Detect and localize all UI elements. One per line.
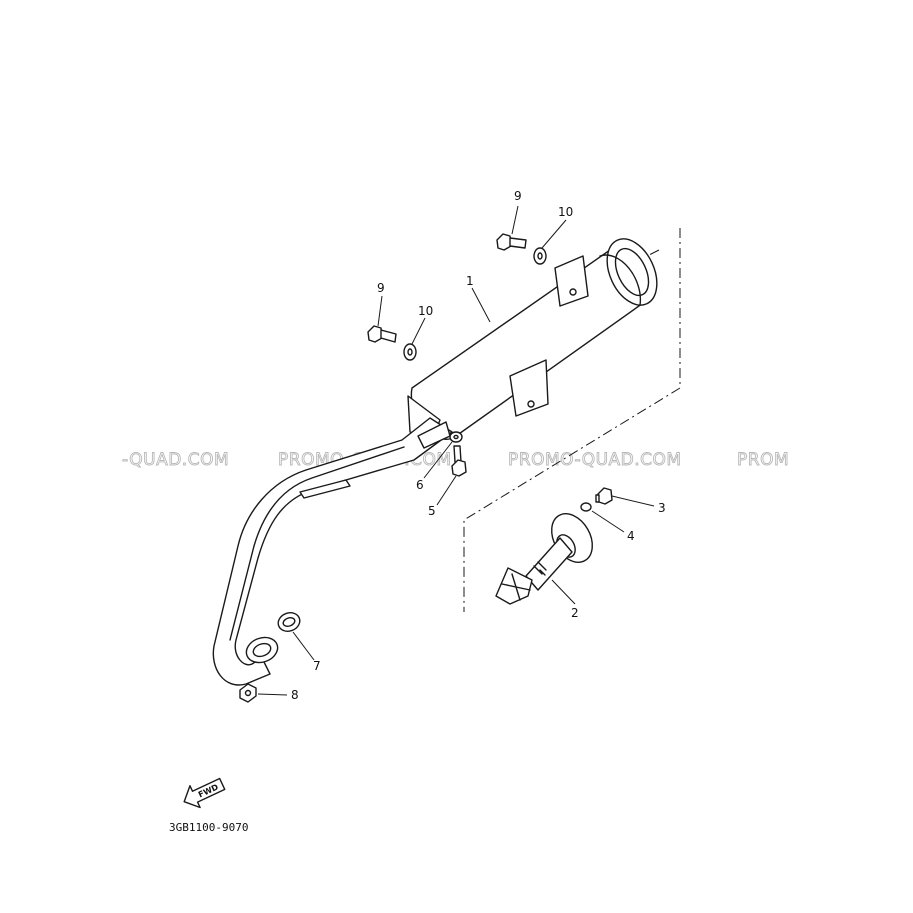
callout-9-upper: 9 [514, 189, 522, 203]
callout-5: 5 [428, 504, 436, 518]
bolt-lower-head [367, 325, 383, 343]
bolt-upper [496, 233, 527, 251]
front-bracket-hole [527, 400, 535, 408]
callout-3: 3 [658, 501, 666, 515]
leader-7 [292, 631, 315, 661]
front-bracket [509, 359, 549, 417]
washer-upper [533, 247, 547, 265]
forward-direction-marker: FWD [183, 777, 226, 809]
callout-10-lower: 10 [418, 304, 433, 318]
callout-6: 6 [416, 478, 424, 492]
leader-10a [541, 219, 567, 249]
callout-8: 8 [291, 688, 299, 702]
bolt-upper-shank [509, 237, 527, 249]
mounting-bolts [367, 233, 547, 361]
flange-nut [239, 683, 257, 703]
arrester-fins [501, 573, 531, 601]
nut-hex [239, 683, 257, 703]
pipe-highlight [229, 446, 405, 641]
arrester-tube [525, 537, 573, 591]
bolt-lower [367, 325, 397, 343]
clamp-washer-hole [453, 434, 459, 440]
rear-bracket [554, 255, 589, 307]
gasket-inner [282, 617, 296, 627]
bolt-lower-shank [380, 329, 397, 343]
fwd-arrow-icon [183, 777, 226, 809]
leader-6 [423, 441, 453, 479]
callout-9-lower: 9 [377, 281, 385, 295]
arrester-screw-head [597, 487, 613, 505]
pipe-heat-shield [299, 479, 351, 499]
exhaust-gasket [277, 612, 301, 632]
bolt-upper-head [496, 233, 512, 251]
nut-hole [244, 689, 252, 697]
exhaust-pipe [212, 417, 453, 686]
leader-4 [591, 510, 625, 533]
drawing-code: 3GB1100-9070 [169, 821, 248, 834]
leader-2 [551, 579, 576, 605]
washer-lower-hole [407, 348, 413, 356]
watermark-right: PROMO-QUAD.COM [508, 450, 682, 470]
gasket-outer [277, 612, 301, 632]
leader-3 [611, 495, 655, 507]
leader-1 [471, 287, 491, 323]
callout-4: 4 [627, 529, 635, 543]
muffler-seam [599, 254, 642, 306]
clamp-washer [449, 431, 463, 443]
arrester-washer [580, 502, 592, 512]
clamp-fasteners [449, 431, 467, 477]
callout-2: 2 [571, 606, 579, 620]
rear-bracket-hole [569, 288, 577, 296]
muffler-outlet [614, 247, 650, 297]
callout-10-upper: 10 [558, 205, 573, 219]
arrester-perforations [533, 561, 547, 576]
watermark-edge: PROM [737, 450, 789, 470]
washer-lower [403, 343, 417, 361]
exhaust-port-flange [245, 636, 279, 664]
callout-7: 7 [313, 659, 321, 673]
leader-5 [436, 475, 457, 506]
arrester-screw-shank [595, 494, 600, 503]
watermark-left: -QUAD.COM [122, 450, 229, 470]
dashed-frame [463, 228, 681, 612]
callout-1: 1 [466, 274, 474, 288]
washer-upper-hole [537, 252, 543, 260]
spark-arrester [495, 487, 613, 605]
leader-8 [257, 693, 288, 696]
clamp-bolt-head [451, 459, 467, 477]
leader-10b [411, 317, 426, 345]
callout-labels: 1 2 3 4 5 6 7 8 9 9 10 10 [291, 189, 666, 702]
muffler [407, 238, 658, 441]
exhaust-port-opening [252, 642, 272, 658]
leader-9b [377, 295, 383, 327]
leader-9a [511, 205, 519, 235]
leader-lines [257, 205, 655, 696]
